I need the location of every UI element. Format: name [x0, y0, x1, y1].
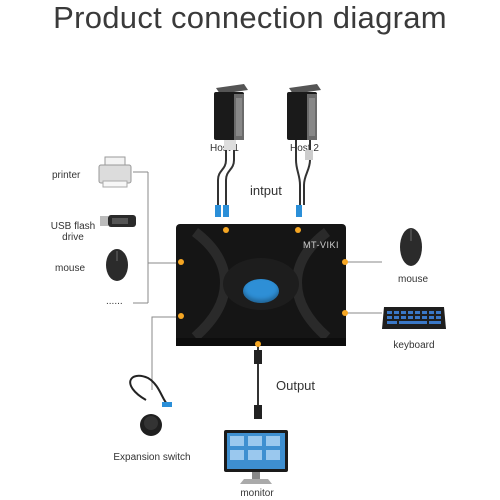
port-dot — [223, 227, 229, 233]
more-devices-ellipsis: ...... — [106, 296, 123, 307]
brand-label: MT-VIKI — [303, 240, 340, 250]
printer-label: printer — [52, 170, 81, 181]
mouse-right-label: mouse — [397, 274, 428, 285]
output-plug-icon — [254, 350, 262, 364]
port-dot — [295, 227, 301, 233]
port-dot — [178, 259, 184, 265]
expansion-usb-connector-icon — [162, 402, 172, 407]
switch-button[interactable] — [243, 279, 279, 303]
host-1-pc-tower-icon — [214, 84, 248, 140]
expansion-switch-label: Expansion switch — [113, 452, 191, 463]
printer-icon — [98, 156, 132, 188]
keyboard-icon — [382, 307, 446, 329]
output-label: Output — [276, 378, 316, 393]
port-dot — [342, 310, 348, 316]
input-label: intput — [250, 183, 282, 198]
port-dot — [178, 313, 184, 319]
output-plug-icon — [254, 405, 262, 419]
mouse-left-label: mouse — [55, 263, 86, 274]
monitor-label: monitor — [240, 488, 274, 499]
keyboard-label: keyboard — [393, 340, 435, 351]
mouse-icon — [106, 249, 128, 281]
usb-flash-drive-label: USB flash drive — [50, 221, 96, 243]
host-2-plug-icon — [305, 150, 313, 160]
remote-button-icon — [140, 414, 162, 436]
host-2-usb-connector-icon — [296, 205, 302, 217]
host-1-usb-connector-icon — [223, 205, 229, 217]
host-1-usb-connector-icon — [215, 205, 221, 217]
page-title: Product connection diagram — [53, 0, 447, 35]
monitor-icon — [224, 430, 288, 484]
port-dot — [255, 341, 261, 347]
host-2-label: Host 2 — [290, 143, 319, 154]
mouse-icon — [400, 228, 422, 266]
port-dot — [342, 259, 348, 265]
usb-drive-icon — [100, 215, 136, 227]
host-2-pc-tower-icon — [287, 84, 321, 140]
host-1-plug-icon — [224, 140, 236, 150]
